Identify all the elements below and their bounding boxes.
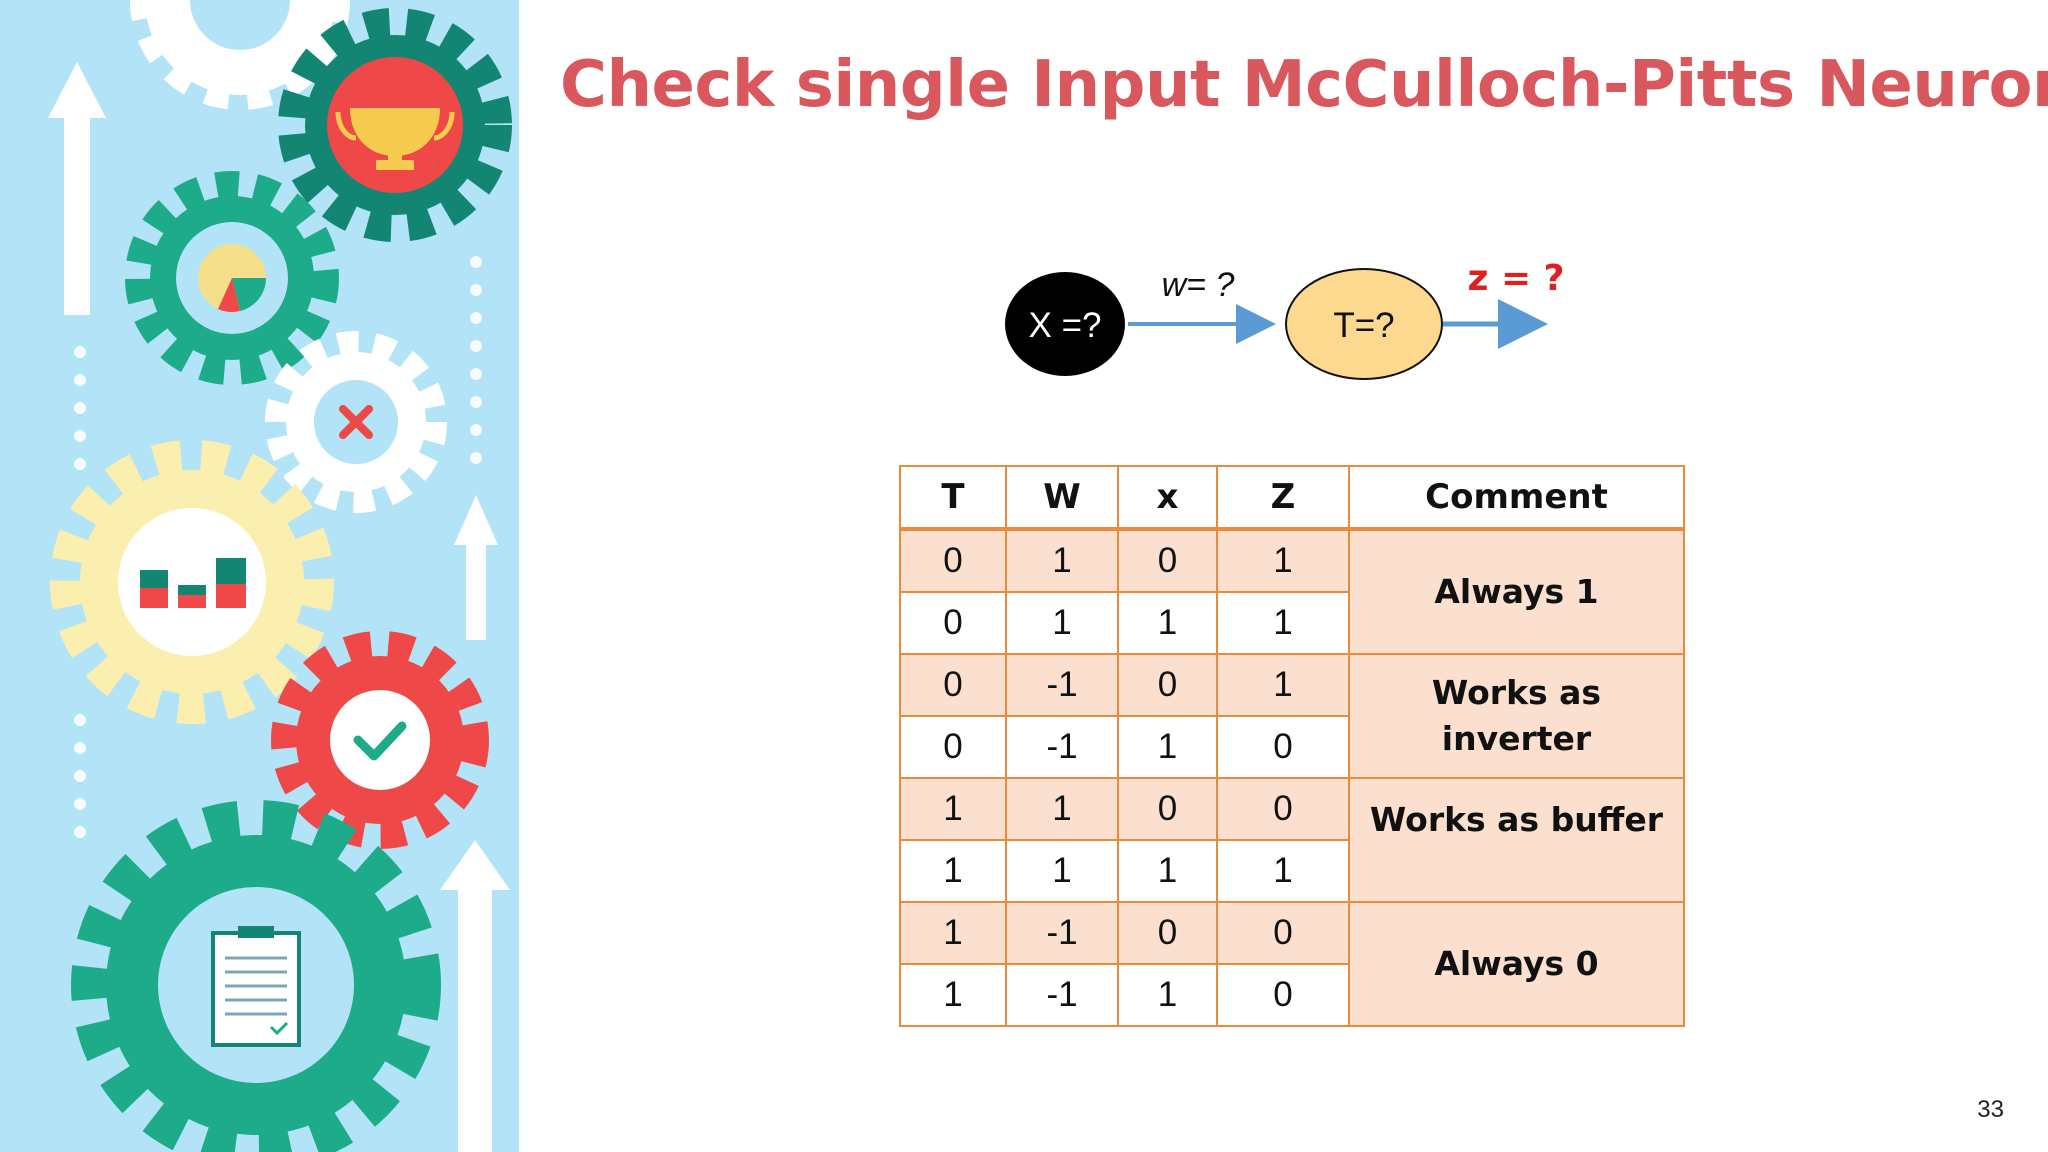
comment-text: Works as buffer — [1369, 800, 1664, 839]
close-icon — [339, 405, 373, 439]
header-z: Z — [1216, 465, 1350, 531]
cell-z: 0 — [1216, 963, 1350, 1027]
cell-x: 0 — [1117, 901, 1218, 965]
table-row: 1 1 1 1 — [899, 839, 1684, 903]
header-w: W — [1005, 465, 1119, 531]
cell-z: 1 — [1216, 839, 1350, 903]
header-t: T — [899, 465, 1007, 531]
cell-z: 0 — [1216, 901, 1350, 965]
cell-z: 1 — [1216, 653, 1350, 717]
cell-x: 1 — [1117, 715, 1218, 779]
threshold-node — [1285, 268, 1443, 380]
up-arrow-icon — [48, 62, 106, 315]
table-row: 1 -1 0 0 Always 0 — [899, 901, 1685, 1027]
cell-w: 1 — [1005, 777, 1119, 841]
cell-t: 0 — [899, 591, 1007, 655]
cell-w: 1 — [1005, 839, 1119, 903]
table-header-row: T W x Z Comment — [899, 465, 1685, 531]
bar-chart-icon — [140, 558, 246, 608]
header-comment: Comment — [1348, 465, 1685, 531]
header-x: x — [1117, 465, 1218, 531]
gear-icon — [271, 631, 489, 849]
decorative-sidebar — [0, 0, 519, 1152]
cell-w: -1 — [1005, 715, 1119, 779]
gear-icon — [125, 171, 339, 385]
weight-label: w= ? — [1162, 266, 1235, 304]
cell-x: 0 — [1117, 653, 1218, 717]
up-arrow-icon — [440, 840, 510, 1152]
gears-illustration — [48, 0, 512, 1152]
table-row: 1 1 0 0 Works as buffer — [899, 777, 1685, 903]
comment-text: Always 0 — [1434, 944, 1599, 983]
comment-cell: Always 0 — [1348, 901, 1685, 1027]
gear-icon — [278, 8, 512, 242]
cell-w: 1 — [1005, 528, 1119, 593]
cell-z: 0 — [1216, 777, 1350, 841]
gear-icon — [130, 0, 350, 110]
gear-icon — [265, 331, 447, 513]
cell-t: 0 — [899, 715, 1007, 779]
cell-x: 0 — [1117, 528, 1218, 593]
cell-x: 1 — [1117, 591, 1218, 655]
trophy-icon — [335, 108, 455, 170]
comment-text-line2: inverter — [1441, 719, 1592, 758]
cell-w: -1 — [1005, 901, 1119, 965]
comment-text: Always 1 — [1434, 572, 1599, 611]
table-row: 1 -1 1 0 — [899, 963, 1684, 1027]
table-row: 0 1 1 1 — [899, 591, 1684, 655]
cell-x: 1 — [1117, 839, 1218, 903]
neuron-diagram: X =? w= ? T=? z = ? — [1005, 258, 1565, 380]
table-row: 0 -1 1 0 — [899, 715, 1684, 779]
comment-cell: Works as buffer — [1348, 777, 1685, 903]
gear-icon — [71, 800, 441, 1152]
slide-title: Check single Input McCulloch-Pitts Neuro… — [560, 48, 2048, 122]
table-row: 0 1 0 1 Always 1 — [899, 528, 1685, 655]
table-row: 0 -1 0 1 Works as inverter — [899, 653, 1685, 779]
cell-z: 0 — [1216, 715, 1350, 779]
cell-w: 1 — [1005, 591, 1119, 655]
cell-t: 1 — [899, 901, 1007, 965]
cell-t: 1 — [899, 777, 1007, 841]
truth-table: T W x Z Comment 0 1 0 1 Always 1 0 1 1 1… — [899, 465, 1685, 1027]
clipboard-icon — [211, 926, 301, 1047]
cell-t: 1 — [899, 839, 1007, 903]
pie-chart-icon — [198, 244, 266, 312]
output-label: z = ? — [1467, 258, 1564, 299]
cell-x: 0 — [1117, 777, 1218, 841]
input-node — [1005, 272, 1125, 376]
page-number: 33 — [1977, 1096, 2004, 1123]
threshold-node-label: T=? — [1333, 306, 1394, 345]
comment-cell: Works as inverter — [1348, 653, 1685, 779]
checkmark-icon — [353, 721, 407, 761]
comment-text: Works as — [1431, 673, 1602, 712]
up-arrow-icon — [454, 495, 498, 640]
cell-z: 1 — [1216, 591, 1350, 655]
cell-t: 1 — [899, 963, 1007, 1027]
gear-icon — [50, 440, 334, 724]
cell-z: 1 — [1216, 528, 1350, 593]
input-node-label: X =? — [1029, 306, 1102, 345]
cell-t: 0 — [899, 528, 1007, 593]
cell-w: -1 — [1005, 653, 1119, 717]
comment-cell: Always 1 — [1348, 528, 1685, 655]
cell-x: 1 — [1117, 963, 1218, 1027]
cell-t: 0 — [899, 653, 1007, 717]
cell-w: -1 — [1005, 963, 1119, 1027]
